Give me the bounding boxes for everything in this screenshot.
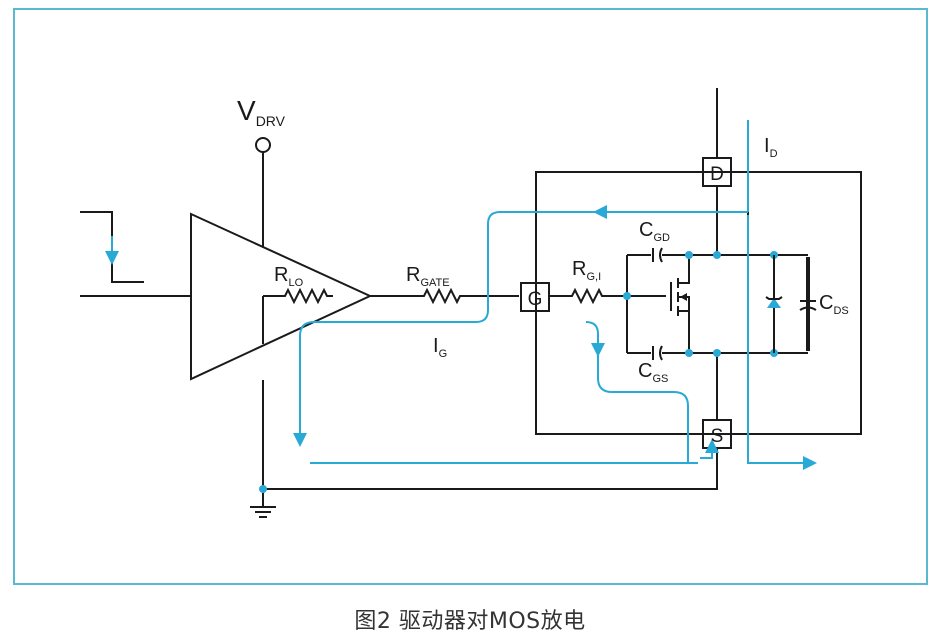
input-step-signal [80, 211, 144, 283]
cgs-label: CGS [638, 360, 668, 385]
driver-ground-path [259, 380, 718, 507]
cds-capacitor [799, 257, 817, 351]
driver-amplifier [190, 212, 373, 381]
drain-pin [702, 88, 732, 256]
source-pin-label: S [711, 426, 724, 447]
cgd-label: CGD [639, 219, 670, 244]
gate-pin-label: G [528, 289, 543, 310]
rlo-resistor [262, 287, 333, 344]
mosfet-symbol [670, 251, 693, 357]
drain-current-path [747, 120, 817, 470]
body-diode [765, 255, 783, 353]
rlo-label: RLO [274, 264, 304, 289]
gate-current-path [293, 205, 749, 464]
rgate-resistor [370, 287, 519, 305]
cds-label: CDS [819, 292, 849, 317]
circuit-schematic: VDRV RLO RGATE RG,I CGD CGS CDS ID IG D … [80, 88, 862, 518]
drain-source-rails [713, 251, 808, 357]
drain-pin-label: D [710, 164, 724, 185]
vdrv-label: VDRV [237, 95, 286, 129]
mosfet-package-outline [535, 171, 862, 435]
source-pin [702, 353, 732, 465]
cgd-capacitor [652, 247, 663, 263]
vdrv-supply [255, 137, 271, 247]
id-label: ID [764, 135, 778, 160]
rgi-resistor [549, 287, 627, 305]
rgate-label: RGATE [406, 264, 450, 289]
rgi-label: RG,I [572, 258, 601, 283]
figure-frame [13, 8, 928, 585]
ig-label: IG [433, 335, 447, 360]
ground-symbol [250, 506, 276, 518]
figure-caption: 图2 驱动器对MOS放电 [354, 609, 586, 634]
cgs-capacitor [652, 345, 663, 361]
